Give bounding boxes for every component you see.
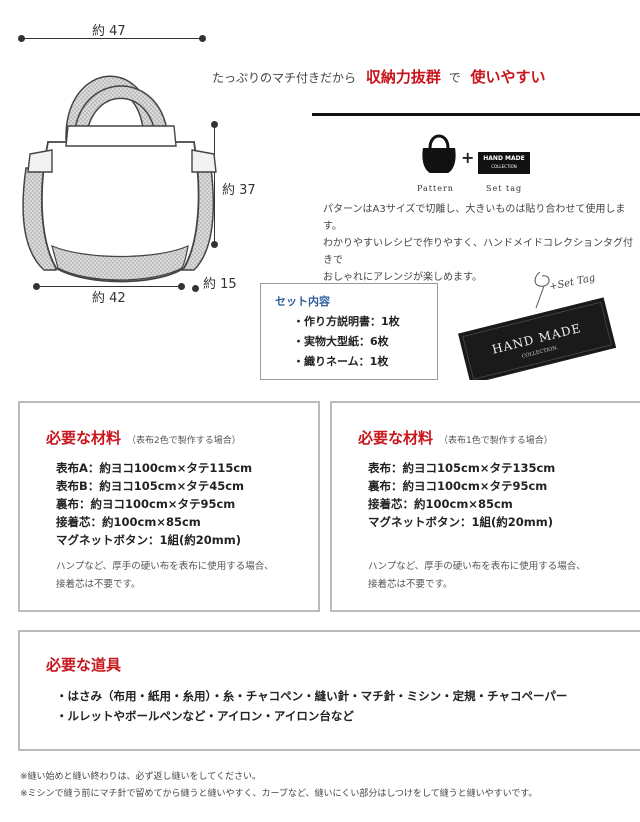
- dim-bottom-line: [37, 286, 182, 287]
- dim-depth-dot: [192, 285, 199, 292]
- tools-line: ・はさみ（布用・紙用・糸用）・糸・チャコペン・縫い針・マチ針・ミシン・定規・チャ…: [56, 689, 568, 703]
- catch-copy: たっぷりのマチ付きだから 収納力抜群 で 使いやすい: [212, 66, 546, 87]
- materials-one-color-box: 必要な材料 （表布1色で製作する場合） 表布：約ヨコ105cm×タテ135cm 裏…: [330, 401, 640, 612]
- dim-top-line: [22, 38, 202, 39]
- dim-top-left-dot: [18, 35, 25, 42]
- materials-one-title: 必要な材料: [358, 429, 434, 447]
- note-line: ハンプなど、厚手の硬い布を表布に使用する場合、: [56, 561, 274, 572]
- material-item: 表布A：約ヨコ100cm×タテ115cm: [56, 461, 253, 475]
- plus-sign: +: [461, 148, 475, 167]
- catch-middle: で: [448, 71, 461, 85]
- bag-icon: [422, 134, 456, 173]
- tools-heading: 必要な道具: [46, 654, 121, 675]
- tag-handwriting: +Set Tag: [548, 272, 596, 292]
- description-line: おしゃれにアレンジが楽しめます。: [323, 272, 482, 283]
- description: パターンはA3サイズで切離し、大きいものは貼り合わせて使用します。 わかりやすい…: [323, 201, 633, 286]
- materials-one-subtitle: （表布1色で製作する場合）: [439, 436, 553, 446]
- catch-lead: たっぷりのマチ付きだから: [212, 71, 357, 85]
- catch-highlight-usable: 使いやすい: [470, 68, 546, 86]
- set-contents-title: セット内容: [275, 295, 330, 308]
- material-item: 接着芯：約100cm×85cm: [368, 497, 513, 511]
- material-item: 接着芯：約100cm×85cm: [56, 515, 201, 529]
- dim-height: 約 37: [222, 183, 256, 198]
- set-item: ・織りネーム：1枚: [293, 355, 389, 368]
- dim-depth: 約 15: [203, 277, 237, 292]
- set-tag-label: Set tag: [486, 184, 523, 193]
- tools-title: 必要な道具: [46, 656, 122, 674]
- mini-tag-line1: HAND MADE: [483, 155, 525, 162]
- hand-made-tag-image: +Set Tag HAND MADE COLLECTION.: [458, 271, 617, 380]
- set-contents-box: セット内容 ・作り方説明書：1枚 ・実物大型紙：6枚 ・織りネーム：1枚: [260, 283, 438, 380]
- header-rule: [312, 113, 640, 116]
- footnote: ※ミシンで縫う前にマチ針で留めてから縫うと縫いやすく、カーブなど、縫いにくい部分…: [20, 789, 538, 799]
- tools-box: 必要な道具 ・はさみ（布用・紙用・糸用）・糸・チャコペン・縫い針・マチ針・ミシン…: [18, 630, 640, 751]
- dim-width-bottom: 約 42: [92, 291, 126, 306]
- description-line: わかりやすいレシピで作りやすく、ハンドメイドコレクションタグ付きで: [323, 238, 633, 266]
- pattern-label: Pattern: [417, 184, 454, 193]
- footnote: ※縫い始めと縫い終わりは、必ず返し縫いをしてください。: [20, 772, 262, 782]
- set-item: ・実物大型紙：6枚: [293, 335, 389, 348]
- material-item: 表布：約ヨコ105cm×タテ135cm: [368, 461, 556, 475]
- description-line: パターンはA3サイズで切離し、大きいものは貼り合わせて使用します。: [323, 204, 626, 232]
- tools-line: ・ルレットやボールペンなど・アイロン・アイロン台など: [56, 709, 354, 723]
- bag-illustration: [22, 75, 217, 283]
- set-contents-list: ・作り方説明書：1枚 ・実物大型紙：6枚 ・織りネーム：1枚: [293, 312, 400, 372]
- dim-bottom-left-dot: [33, 283, 40, 290]
- materials-two-list: 表布A：約ヨコ100cm×タテ115cm 表布B：約ヨコ105cm×タテ45cm…: [56, 459, 252, 549]
- materials-two-heading: 必要な材料 （表布2色で製作する場合）: [46, 427, 241, 448]
- note-line: 接着芯は不要です。: [368, 579, 453, 590]
- material-item: 裏布：約ヨコ100cm×タテ95cm: [368, 479, 548, 493]
- note-line: 接着芯は不要です。: [56, 579, 141, 590]
- materials-one-list: 表布：約ヨコ105cm×タテ135cm 裏布：約ヨコ100cm×タテ95cm 接…: [368, 459, 555, 531]
- mini-tag-line2: COLLECTION: [491, 164, 517, 169]
- mini-tag-icon: HAND MADE COLLECTION: [478, 152, 530, 174]
- material-item: 表布B：約ヨコ105cm×タテ45cm: [56, 479, 245, 493]
- note-line: ハンプなど、厚手の硬い布を表布に使用する場合、: [368, 561, 586, 572]
- dim-height-line: [214, 125, 215, 243]
- dim-top-right-dot: [199, 35, 206, 42]
- material-item: 裏布：約ヨコ100cm×タテ95cm: [56, 497, 236, 511]
- set-item: ・作り方説明書：1枚: [293, 315, 400, 328]
- dim-width-top: 約 47: [92, 24, 126, 39]
- catch-highlight-storage: 収納力抜群: [365, 68, 441, 86]
- materials-two-title: 必要な材料: [46, 429, 122, 447]
- dim-height-bottom-dot: [211, 241, 218, 248]
- materials-two-note: ハンプなど、厚手の硬い布を表布に使用する場合、 接着芯は不要です。: [56, 558, 274, 594]
- materials-two-color-box: 必要な材料 （表布2色で製作する場合） 表布A：約ヨコ100cm×タテ115cm …: [18, 401, 320, 612]
- materials-two-subtitle: （表布2色で製作する場合）: [127, 436, 241, 446]
- dim-height-top-dot: [211, 121, 218, 128]
- materials-one-note: ハンプなど、厚手の硬い布を表布に使用する場合、 接着芯は不要です。: [368, 558, 586, 594]
- material-item: マグネットボタン：1組(約20mm): [56, 533, 241, 547]
- materials-one-heading: 必要な材料 （表布1色で製作する場合）: [358, 427, 553, 448]
- dim-bottom-right-dot: [178, 283, 185, 290]
- material-item: マグネットボタン：1組(約20mm): [368, 515, 553, 529]
